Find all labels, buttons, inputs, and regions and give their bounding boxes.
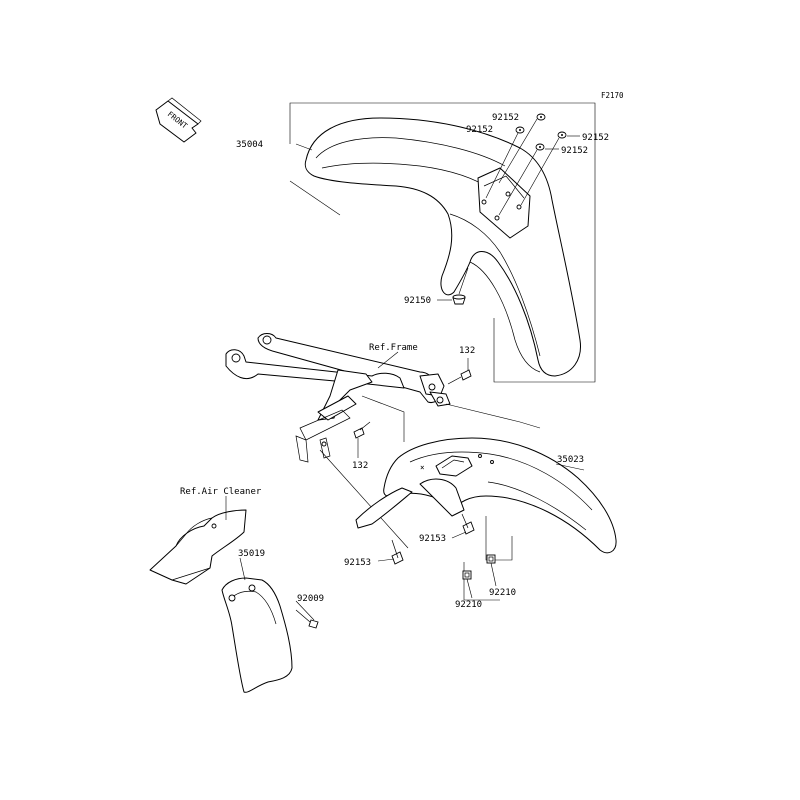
air-cleaner-ref [149,509,247,585]
label-35019: 35019 [238,549,265,559]
screw-92009[interactable] [295,609,319,629]
washer-92152-c[interactable] [557,131,567,139]
leader-35004 [295,143,313,151]
leader-ref-frame [377,351,399,369]
label-92210-left: 92210 [455,600,482,610]
leader-92009 [295,600,315,621]
figure-code: F2170 [601,91,624,100]
washer-92152-a[interactable] [536,113,546,121]
label-35023: 35023 [557,455,584,465]
bolt-132-upper[interactable] [447,369,472,385]
front-fender-group-outline [289,102,596,383]
leader-92210-right [490,562,497,587]
leader-92152-d [498,149,538,216]
rear-fender-35023[interactable]: × [355,437,617,554]
washer-92152-d[interactable] [535,143,545,151]
washer-92152-b[interactable] [515,126,525,134]
front-arrow-icon: FRONT [155,97,202,143]
bolt-92153-right[interactable] [461,513,475,535]
rear-frame-ref [225,333,451,463]
svg-text:×: × [420,463,425,472]
bolt-92153-left[interactable] [391,539,404,565]
front-fender-group-outline-b [289,180,341,216]
rear-fender-group-outline-c [319,449,409,549]
ref-air-cleaner-label: Ref.Air Cleaner [180,487,262,497]
nut-92210-left[interactable] [462,570,472,580]
leader-35019 [239,557,246,581]
label-92152-a: 92152 [492,113,519,123]
label-132-upper: 132 [459,346,475,356]
label-35004: 35004 [236,140,263,150]
leader-92150-b [458,267,469,295]
leader-35023 [555,463,585,471]
front-fender-35004[interactable] [304,117,581,377]
rear-fender-group-outline-b [445,403,541,429]
nut-92210-right[interactable] [486,554,496,564]
label-92153-left: 92153 [344,558,371,568]
leader-92153-right [451,531,467,539]
collar-92150[interactable] [452,294,466,305]
leader-92153-left [377,558,395,562]
label-92152-c: 92152 [582,133,609,143]
rear-fender-group-outline-d [485,516,513,561]
label-92153-right: 92153 [419,534,446,544]
bolt-132-lower[interactable] [353,421,371,439]
mud-flap-35019[interactable] [221,577,293,693]
label-92009: 92009 [297,594,324,604]
leader-92152-b [485,132,519,199]
ref-frame-label: Ref.Frame [369,343,418,353]
label-92150: 92150 [404,296,431,306]
label-132-lower: 132 [352,461,368,471]
leader-92152-a [498,118,538,184]
rear-fender-group-outline-a [361,395,405,442]
label-92152-b: 92152 [466,125,493,135]
label-92152-d: 92152 [561,146,588,156]
label-92210-right: 92210 [489,588,516,598]
leader-92210-left [466,578,473,599]
